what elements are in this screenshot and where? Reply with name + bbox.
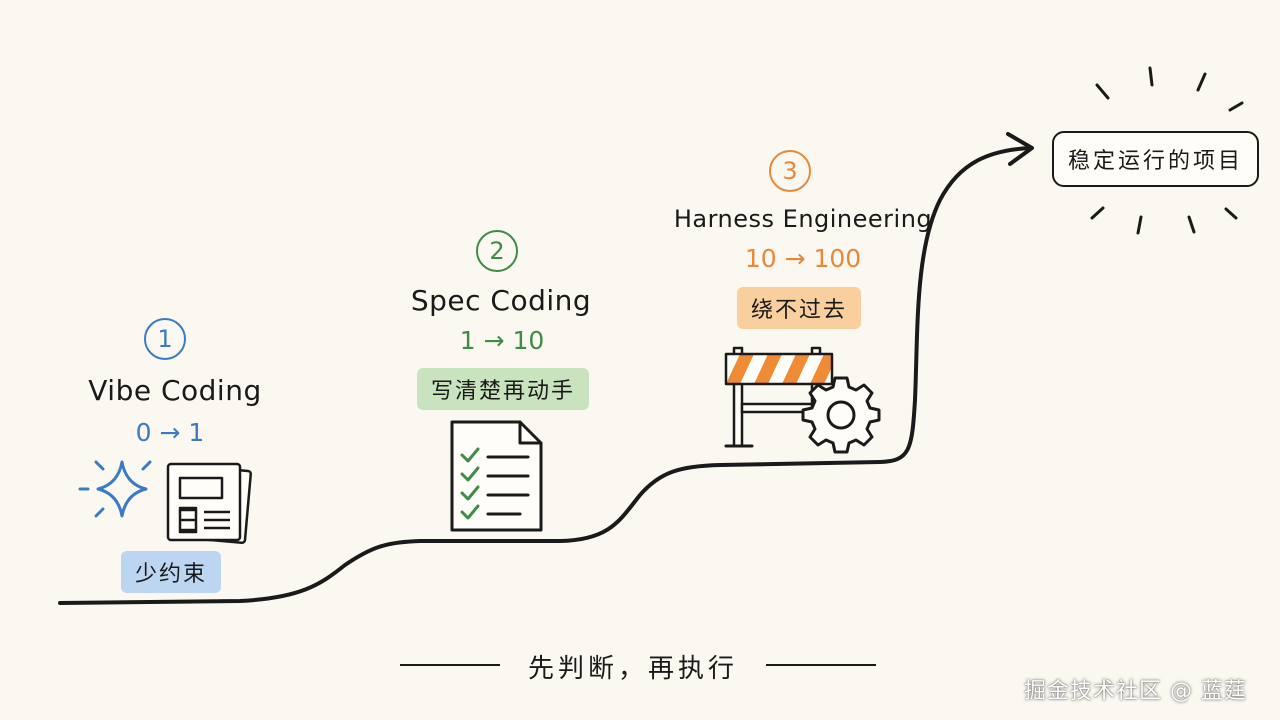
step-2-tag: 写清楚再动手 — [416, 368, 590, 410]
radiating-lines-icon — [1090, 66, 1244, 235]
step-1-number: 1 — [157, 325, 173, 353]
barrier-icon — [724, 346, 834, 448]
checklist-document-icon — [450, 420, 543, 532]
gear-icon — [801, 376, 881, 454]
step-3-title: Harness Engineering — [673, 205, 933, 233]
step-2-number: 2 — [489, 237, 505, 265]
watermark: 掘金技术社区 @ 蓝莛 — [1024, 679, 1247, 704]
motto-left-rule — [400, 664, 500, 666]
step-3-number: 3 — [782, 157, 798, 185]
step-2-number-circle: 2 — [476, 230, 518, 272]
growth-curve — [58, 146, 1032, 605]
step-3-number-circle: 3 — [769, 150, 811, 192]
goal-box: 稳定运行的项目 — [1052, 131, 1260, 187]
step-1-title: Vibe Coding — [88, 374, 262, 407]
step-3-tag: 绕不过去 — [736, 287, 862, 329]
step-1-number-circle: 1 — [144, 318, 186, 360]
step-1-range: 0 → 1 — [135, 418, 205, 447]
sketch-pages-icon — [166, 462, 253, 545]
step-2-range: 1 → 10 — [459, 326, 545, 355]
step-1: 1 — [144, 318, 186, 360]
step-3-range: 10 → 100 — [744, 244, 862, 273]
step-2-title: Spec Coding — [410, 284, 592, 317]
arrow-head-icon — [1006, 132, 1034, 166]
motto-right-rule — [766, 664, 876, 666]
motto: 先判断，再执行 — [527, 654, 739, 684]
step-2: 2 — [476, 230, 518, 272]
step-3: 3 — [769, 150, 811, 192]
step-1-tag: 少约束 — [120, 551, 222, 593]
sparkle-icon — [78, 460, 152, 518]
